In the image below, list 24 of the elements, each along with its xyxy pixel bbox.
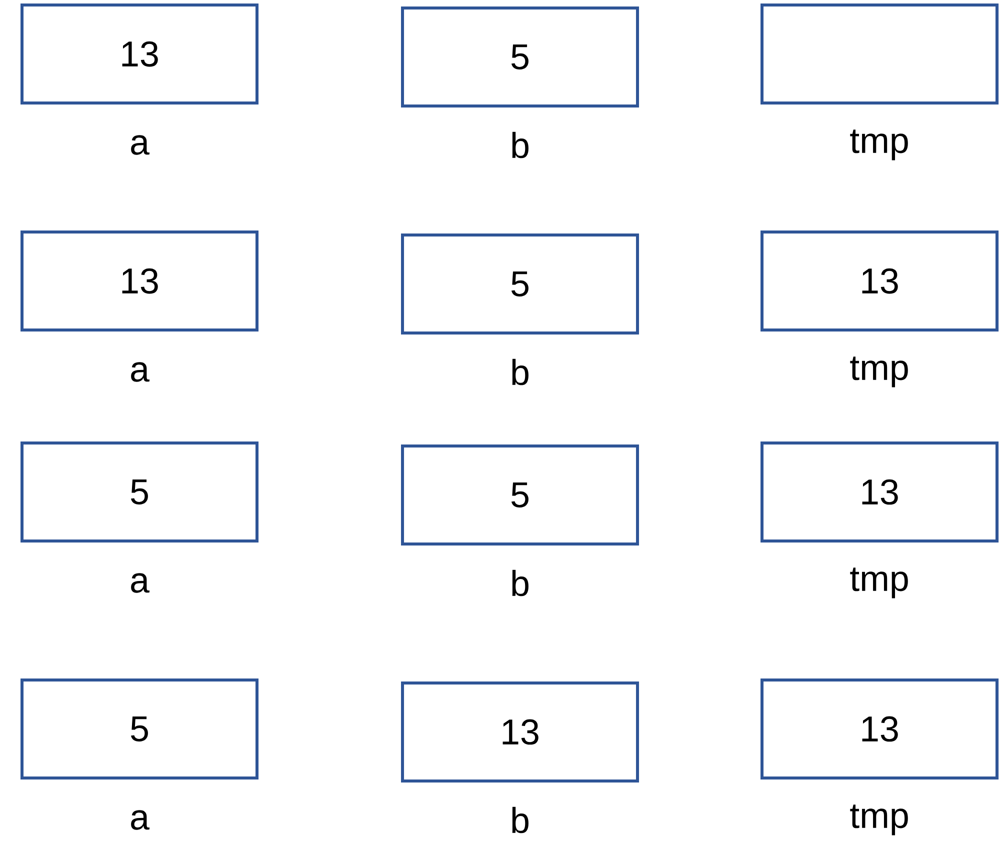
value-box: 13	[760, 442, 998, 542]
variable-label: a	[131, 362, 150, 382]
value-box: 5	[401, 6, 639, 108]
value-box: 13	[760, 230, 998, 332]
variable-label: b	[512, 806, 528, 834]
variable-label: a	[131, 810, 150, 830]
value-box: 13	[760, 678, 998, 780]
variable-label: b	[512, 358, 528, 386]
value-box: 13	[20, 4, 258, 104]
value-box: 13	[20, 230, 258, 332]
value-box: 5	[20, 678, 258, 780]
variable-label: tmp	[850, 804, 908, 836]
value-box: 5	[401, 444, 639, 546]
variable-label: b	[512, 570, 528, 596]
variable-label: b	[512, 132, 528, 158]
value-box: 5	[401, 234, 639, 334]
variable-label: tmp	[850, 130, 908, 160]
value-box	[760, 4, 998, 104]
variable-label: tmp	[850, 568, 908, 598]
value-box: 5	[20, 442, 258, 542]
value-box: 13	[401, 682, 639, 782]
variable-label: a	[131, 573, 150, 593]
variable-label: a	[131, 135, 150, 155]
variable-label: tmp	[850, 356, 908, 388]
